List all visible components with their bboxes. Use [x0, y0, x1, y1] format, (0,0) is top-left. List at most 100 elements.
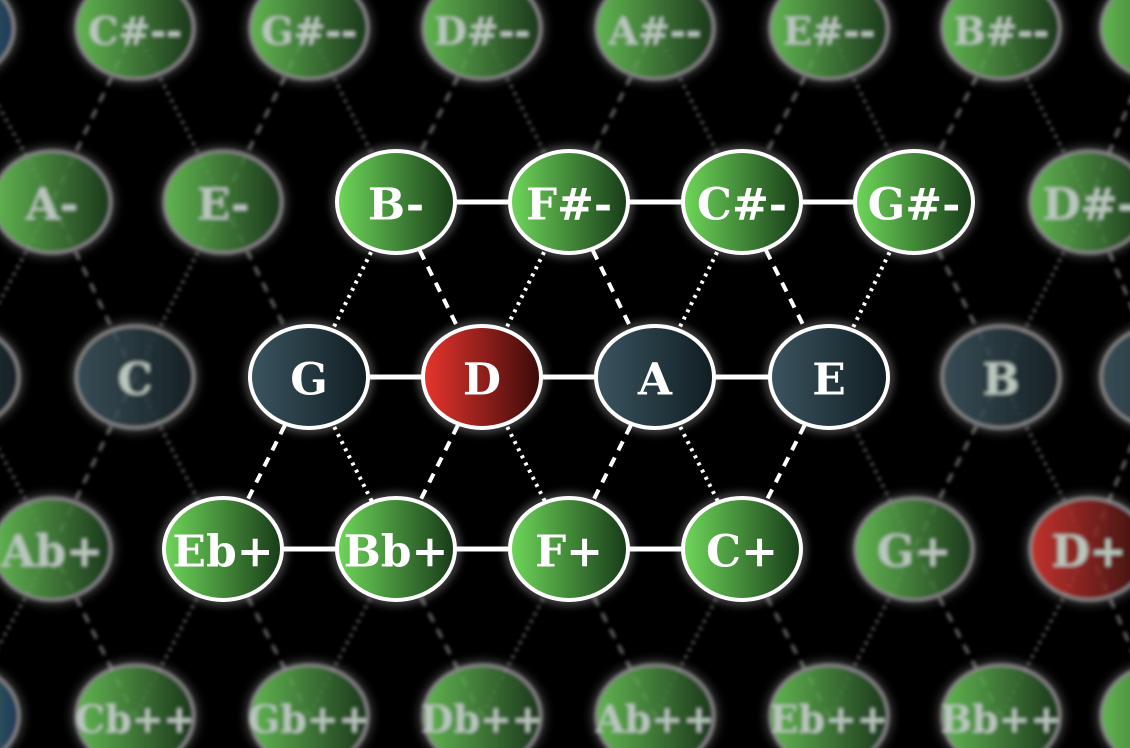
- chord-node-bminus: B-: [331, 145, 461, 259]
- chord-node-shape: [681, 496, 803, 602]
- chord-node-asharpminusminus: A#--: [590, 0, 720, 85]
- chord-node-shape: [594, 324, 716, 430]
- chord-label: B#--: [953, 9, 1049, 54]
- chord-node-edge: [0, 332, 25, 422]
- chord-node-shape: [940, 0, 1062, 81]
- chord-label: Ab++: [594, 697, 715, 742]
- chord-node-fsharpminus: F#-: [504, 145, 634, 259]
- chord-label: A#--: [608, 9, 702, 54]
- chord-node-ebplus: Eb+: [158, 492, 288, 606]
- chord-label: D+: [1051, 527, 1126, 578]
- chord-label: D#-: [1042, 180, 1130, 231]
- chord-label: C#-: [697, 180, 787, 231]
- lattice-edge: [1087, 201, 1130, 308]
- chord-label: G+: [877, 527, 951, 578]
- chord-label: Eb+: [172, 527, 273, 578]
- chord-node-d: D: [417, 320, 547, 434]
- chord-node-gbplusplus: Gb++: [244, 659, 374, 748]
- chord-node-c: C: [70, 320, 200, 434]
- chord-node-shape: [1099, 331, 1130, 423]
- lattice-edge: [1087, 96, 1130, 203]
- chord-label: C#--: [88, 9, 182, 54]
- chord-node-shape: [1028, 149, 1130, 255]
- chord-node-csharpminusminus: C#--: [70, 0, 200, 85]
- chord-node-shape: [74, 324, 196, 430]
- lattice-edge: [50, 201, 137, 378]
- lattice-edge: [394, 376, 484, 550]
- chord-label: F+: [535, 527, 603, 578]
- chord-label: Bb+: [344, 527, 449, 578]
- chord-node-shape: [594, 663, 716, 748]
- chord-label: Cb++: [75, 697, 196, 742]
- chord-label: E-: [197, 180, 250, 231]
- chord-node-edge: [1095, 665, 1130, 748]
- chord-node-shape: [0, 496, 113, 602]
- chord-label: E: [812, 355, 846, 406]
- chord-node-cbplusplus: Cb++: [70, 659, 200, 748]
- chord-node-shape: [508, 149, 630, 255]
- chord-node-g: G: [244, 320, 374, 434]
- chord-node-shape: [768, 324, 890, 430]
- lattice-edge: [740, 376, 831, 550]
- chord-label: Gb++: [248, 697, 371, 742]
- chord-node-shape: [248, 324, 370, 430]
- chord-node-abplus: Ab+: [0, 492, 117, 606]
- chord-label: F#-: [526, 180, 612, 231]
- chord-label: D: [463, 355, 501, 406]
- chord-node-dsharpminus: D#-: [1024, 145, 1130, 259]
- chord-node-shape: [335, 496, 457, 602]
- lattice-edge: [221, 376, 311, 550]
- chord-node-edge: [0, 0, 20, 70]
- chord-node-shape: [421, 324, 543, 430]
- chord-node-shape: [248, 0, 370, 81]
- lattice-edge: [912, 376, 1003, 550]
- chord-node-shape: [940, 663, 1062, 748]
- chord-node-dsharpminusminus: D#--: [417, 0, 547, 85]
- chord-node-shape: [0, 149, 113, 255]
- chord-node-shape: [74, 663, 196, 748]
- chord-node-shape: [1099, 0, 1130, 74]
- chord-label: Bb++: [940, 697, 1062, 742]
- lattice-edge: [221, 548, 311, 717]
- chord-node-edge: [1095, 326, 1130, 428]
- lattice-edge: [221, 27, 311, 203]
- lattice-edge: [394, 548, 484, 717]
- chord-node-shape: [421, 663, 543, 748]
- lattice-edge: [567, 376, 657, 550]
- chord-label: Eb++: [769, 697, 888, 742]
- lattice-edge: [567, 27, 657, 203]
- chord-node-shape: [421, 0, 543, 81]
- chord-node-fplus: F+: [504, 492, 634, 606]
- chord-node-bbplusplus: Bb++: [936, 659, 1066, 748]
- chord-node-shape: [0, 676, 21, 748]
- chord-node-eminus: E-: [158, 145, 288, 259]
- chord-node-shape: [248, 663, 370, 748]
- chord-node-shape: [162, 496, 284, 602]
- lattice-edge: [394, 27, 484, 203]
- chord-node-gplus: G+: [849, 492, 979, 606]
- chord-node-shape: [594, 0, 716, 81]
- chord-node-abplusplus: Ab++: [590, 659, 720, 748]
- chord-node-shape: [0, 0, 16, 64]
- chord-node-shape: [681, 149, 803, 255]
- chord-node-shape: [74, 0, 196, 81]
- chord-node-shape: [1028, 496, 1130, 602]
- chord-node-shape: [768, 0, 890, 81]
- chord-node-b: B: [936, 320, 1066, 434]
- chord-node-e: E: [764, 320, 894, 434]
- chord-node-aminus: A-: [0, 145, 117, 259]
- chord-label: A-: [25, 180, 78, 231]
- chord-node-cplus: C+: [677, 492, 807, 606]
- chord-node-edge: [0, 671, 25, 748]
- chord-label: A: [637, 355, 673, 406]
- chord-label: D#--: [434, 9, 530, 54]
- chord-node-gsharpminus: G#-: [849, 145, 979, 259]
- lattice-edge: [1087, 548, 1130, 650]
- lattice-edge: [50, 548, 137, 717]
- lattice-edge: [50, 27, 137, 203]
- chord-node-shape: [940, 324, 1062, 430]
- chord-node-a: A: [590, 320, 720, 434]
- chord-label: C: [117, 355, 152, 406]
